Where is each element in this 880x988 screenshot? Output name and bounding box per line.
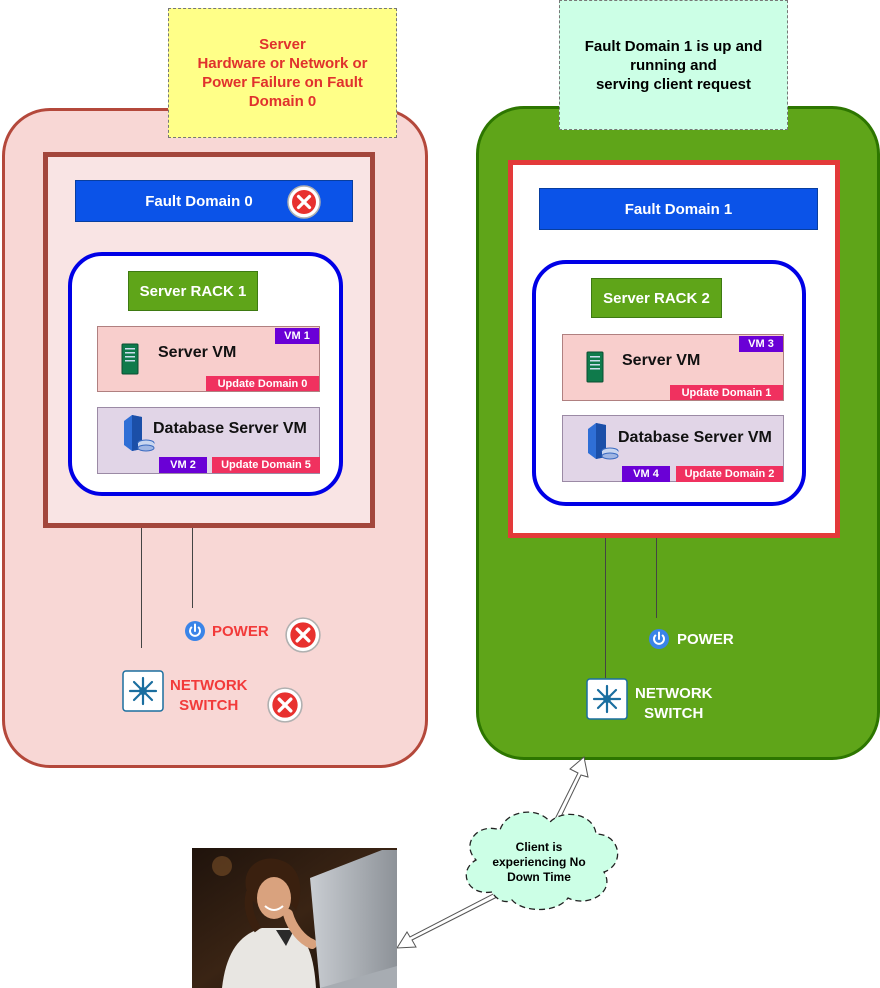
client-cloud-text: Client is experiencing No Down Time	[492, 840, 586, 884]
database-server-icon	[588, 423, 619, 460]
fault-domain-1-header: Fault Domain 1	[539, 188, 818, 230]
vm-1-tag: VM 1	[275, 328, 319, 344]
database-server-icon	[124, 415, 155, 452]
client-photo	[192, 848, 397, 988]
power-icon	[185, 621, 205, 641]
server-icon	[586, 351, 604, 383]
update-domain-0-tag: Update Domain 0	[206, 376, 319, 391]
update-domain-2-tag: Update Domain 2	[676, 466, 783, 482]
network-switch-label-0: NETWORK SWITCH	[170, 677, 248, 714]
database-server-vm-4-title: Database Server VM	[618, 429, 772, 446]
update-domain-1-tag: Update Domain 1	[670, 385, 783, 400]
network-switch-icon	[122, 670, 164, 712]
failure-note: Server Hardware or Network or Power Fail…	[168, 8, 397, 138]
power-link-line	[192, 528, 193, 608]
running-note: Fault Domain 1 is up and running and ser…	[559, 0, 788, 130]
network-switch-icon	[586, 678, 628, 720]
running-note-text: Fault Domain 1 is up and running and ser…	[584, 37, 763, 93]
rack-2-text: Server RACK 2	[603, 289, 710, 307]
rack-1-label: Server RACK 1	[128, 271, 258, 311]
error-x-icon	[267, 687, 303, 723]
vm-3-tag: VM 3	[739, 336, 783, 352]
server-vm-1-title: Server VM	[158, 344, 237, 361]
power-link-line	[656, 538, 657, 618]
power-label-1: POWER	[677, 631, 734, 648]
vm-4-tag: VM 4	[622, 466, 670, 482]
client-photo-image	[192, 848, 397, 988]
error-x-icon	[285, 617, 321, 653]
network-switch-label-1: NETWORK SWITCH	[635, 685, 713, 722]
network-link-line	[605, 538, 606, 678]
cloud-shape	[465, 811, 619, 911]
rack-2-label: Server RACK 2	[591, 278, 722, 318]
failure-note-text: Server Hardware or Network or Power Fail…	[197, 36, 368, 110]
fault-domain-1-title: Fault Domain 1	[624, 200, 733, 218]
power-label-0: POWER	[212, 623, 269, 640]
fault-domain-0-title: Fault Domain 0	[145, 192, 253, 210]
update-domain-5-tag: Update Domain 5	[212, 457, 320, 473]
rack-1-text: Server RACK 1	[139, 282, 247, 300]
server-icon	[121, 343, 139, 375]
arrow	[396, 892, 498, 949]
network-link-line	[141, 528, 142, 648]
database-server-vm-2-title: Database Server VM	[153, 420, 307, 437]
server-vm-3-title: Server VM	[622, 352, 701, 369]
error-x-icon	[287, 185, 321, 219]
vm-2-tag: VM 2	[159, 457, 207, 473]
power-icon	[649, 629, 669, 649]
